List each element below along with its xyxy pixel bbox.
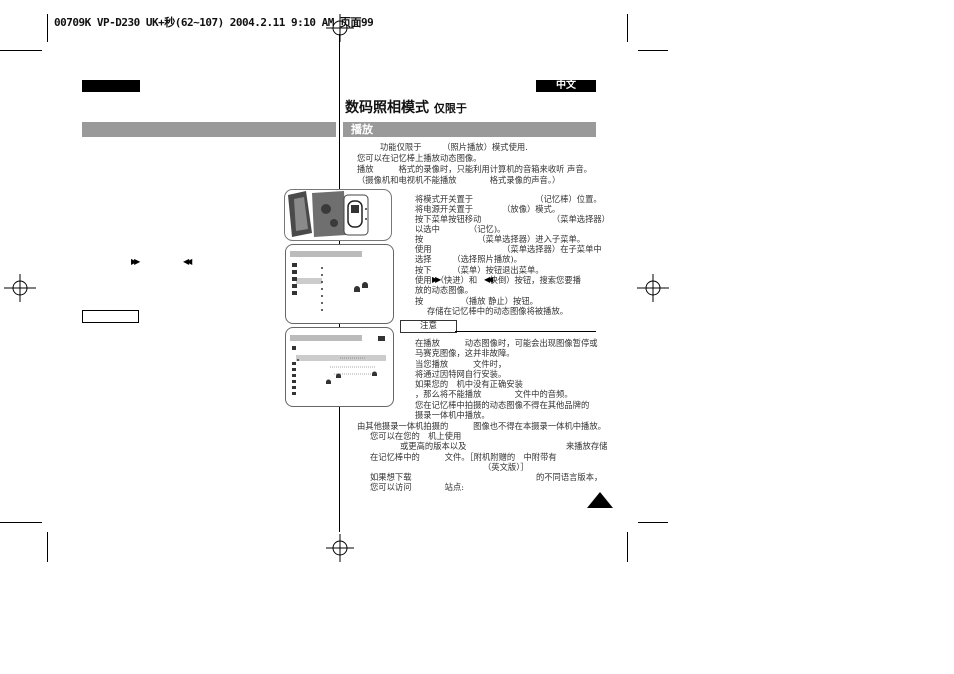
intro-line-4: （摄像机和电视机不能播放 格式录像的声音。） bbox=[357, 175, 561, 185]
registration-mark-icon bbox=[637, 274, 669, 302]
right-section-title: 播放 bbox=[351, 123, 373, 136]
intro-line-2: 您可以在记忆棒上播放动态图像。 bbox=[357, 153, 482, 163]
rew-arrow-icon: ◀◀ bbox=[484, 275, 493, 286]
note-line-11: 或更高的版本以及 来播放存储 bbox=[400, 441, 608, 451]
crop-mark bbox=[0, 522, 42, 523]
crop-mark bbox=[638, 522, 668, 523]
left-note-box bbox=[82, 310, 139, 323]
note-rule bbox=[455, 331, 596, 332]
note-line-12: 在记忆棒中的 文件。［附机附赠的 中附带有 bbox=[370, 452, 557, 462]
note-line-3: 当您播放 文件时， bbox=[415, 359, 507, 369]
page-title: 数码照相模式 仅限于 bbox=[345, 97, 467, 117]
step-line-7: 选择 （选择照片播放)。 bbox=[415, 254, 522, 264]
registration-mark-icon bbox=[4, 274, 36, 302]
step-line-9: 使用 （快进）和 （快倒）按钮，搜索您要播 bbox=[415, 275, 581, 285]
registration-mark-icon bbox=[326, 14, 354, 42]
crop-mark bbox=[47, 532, 48, 562]
note-line-1: 在播放 动态图像时，可能会出现图像暂停或 bbox=[415, 338, 598, 348]
note-label-box: 注意 bbox=[400, 320, 457, 333]
lcd-menu-header bbox=[290, 335, 362, 341]
note-line-7: 您在记忆棒中拍摄的动态图像不得在其他品牌的 bbox=[415, 400, 590, 410]
step-line-12: 存储在记忆棒中的动态图像将被播放。 bbox=[427, 306, 569, 316]
language-tab-right: 中文 bbox=[536, 80, 596, 92]
step-line-5: 按 （菜单选择器）进入子菜单。 bbox=[415, 234, 586, 244]
note-line-10: 您可以在您的 机上使用 bbox=[370, 431, 462, 441]
step-line-10: 放的动态图像。 bbox=[415, 285, 474, 295]
crop-mark bbox=[638, 50, 668, 51]
note-line-4: 将通过因特网自行安装。 bbox=[415, 369, 507, 379]
language-tab-left bbox=[82, 80, 140, 92]
page-title-main: 数码照相模式 bbox=[345, 100, 429, 116]
note-line-2: 马赛克图像，这并非故障。 bbox=[415, 348, 515, 358]
note-line-5: 如果您的 机中没有正确安装 bbox=[415, 379, 523, 389]
note-line-14: 如果想下载 的不同语言版本， bbox=[370, 472, 603, 482]
note-line-9: 由其他摄录一体机拍摄的 图像也不得在本摄录一体机中播放。 bbox=[357, 421, 606, 431]
left-ff-arrow: ▶▶ bbox=[131, 257, 140, 266]
crop-mark bbox=[627, 14, 628, 42]
lcd-menu-icons bbox=[292, 346, 378, 395]
left-rew-arrow: ◀◀ bbox=[183, 257, 192, 266]
registration-mark-icon bbox=[326, 534, 354, 562]
step-line-3: 按下菜单按钮移动 （菜单选择器） bbox=[415, 214, 610, 224]
crop-mark bbox=[0, 50, 42, 51]
lcd-menu-highlight bbox=[296, 278, 322, 284]
page-title-suffix: 仅限于 bbox=[433, 102, 467, 115]
print-header: 00709K VP-D230 UK+秒(62~107) 2004.2.11 9:… bbox=[54, 16, 374, 29]
step-line-1: 将模式开关置于 （记忆棒）位置。 bbox=[415, 194, 602, 204]
lcd-menu-header bbox=[290, 251, 362, 257]
lcd-menu-screen-1 bbox=[285, 244, 394, 324]
right-section-bar: 播放 bbox=[343, 122, 596, 137]
page-indicator-icon bbox=[587, 492, 613, 508]
step-line-6: 使用 （菜单选择器）在子菜单中 bbox=[415, 244, 602, 254]
lcd-battery-icon bbox=[378, 336, 385, 341]
step-line-2: 将电源开关置于 （放像）模式。 bbox=[415, 204, 561, 214]
ff-arrow-icon: ▶▶ bbox=[432, 275, 441, 286]
note-line-6: ，那么将不能播放 文件中的音频。 bbox=[415, 389, 573, 399]
step-line-4: 以选中 （记忆)。 bbox=[415, 224, 506, 234]
step-line-8: 按下 （菜单）按钮退出菜单。 bbox=[415, 265, 544, 275]
crop-mark bbox=[47, 14, 48, 42]
note-line-15: 您可以访问 站点: bbox=[370, 482, 465, 492]
intro-line-3: 播放 格式的录像时，只能利用计算机的音箱来收听 声音。 bbox=[357, 164, 592, 174]
intro-line-1: 功能仅限于 （照片播放）模式使用. bbox=[380, 142, 528, 152]
left-section-bar bbox=[82, 122, 336, 137]
note-line-8: 摄录一体机中播放。 bbox=[415, 410, 490, 420]
lcd-menu-screen-2 bbox=[285, 327, 394, 407]
step-line-11: 按 （播放 静止）按钮。 bbox=[415, 296, 538, 306]
lcd-menu-icons bbox=[292, 263, 368, 311]
note-line-13: （英文版）］ bbox=[483, 462, 529, 472]
camcorder-illustration bbox=[284, 189, 392, 241]
crop-mark bbox=[627, 532, 628, 562]
